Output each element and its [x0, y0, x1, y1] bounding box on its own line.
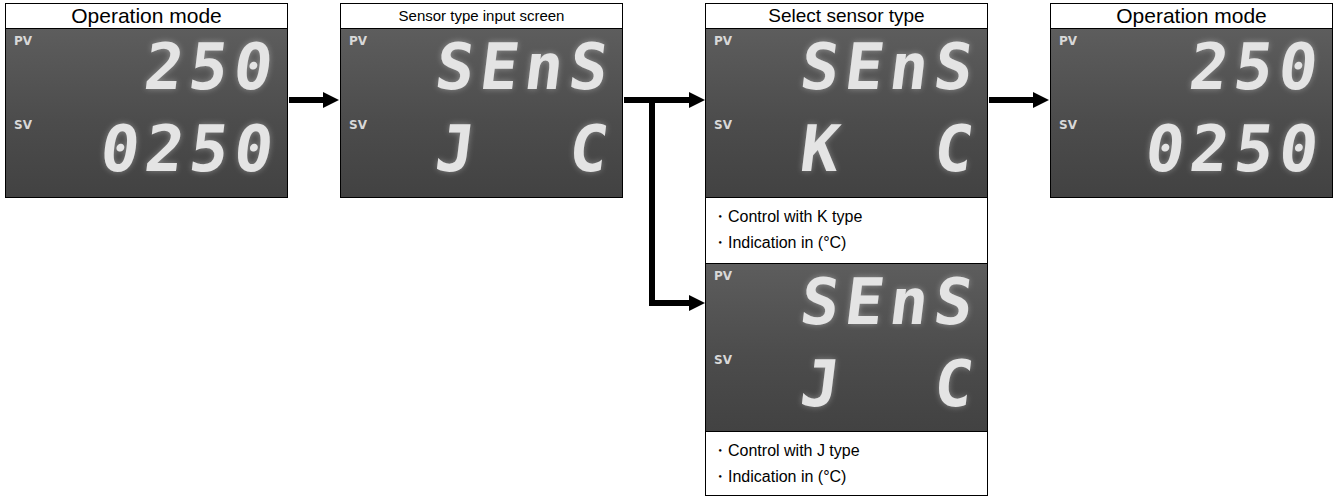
display-label: PV	[714, 35, 732, 47]
flow-arrow	[624, 100, 691, 303]
mode-panel: Operation modePV 250SV 0250	[5, 3, 288, 198]
display-reading: 0250	[1142, 117, 1328, 181]
display-photo: PV SEnS SV J C	[706, 264, 987, 431]
display-label: PV	[14, 35, 32, 47]
display-reading: SEnS	[797, 270, 983, 334]
header-text: Operation mode	[71, 4, 222, 27]
caption-text: ・Control with J type	[712, 438, 981, 464]
display-reading: K C	[797, 117, 983, 181]
selection-column: Select sensor typePV SEnS SV K C ・Control wi…	[705, 3, 988, 496]
display-reading: 250	[141, 35, 282, 99]
display-photo: PV 250SV 0250	[6, 29, 287, 197]
display-label: PV	[1059, 35, 1077, 47]
display-label: PV	[349, 35, 367, 47]
display-reading: 250	[1186, 35, 1327, 99]
display-label: SV	[714, 354, 732, 366]
display-reading: 0250	[97, 117, 283, 181]
display-reading: J C	[432, 117, 618, 181]
header-box: Sensor type input screen	[341, 4, 622, 29]
display-photo: PV 250SV 0250	[1051, 29, 1332, 197]
display-reading: SEnS	[432, 35, 618, 99]
display-label: SV	[349, 119, 367, 131]
display-label: SV	[1059, 119, 1077, 131]
sensor-option: PV SEnS SV J C ・Control with J type・Indicati…	[706, 263, 987, 495]
flow-arrow	[289, 97, 325, 103]
sensor-option: PV SEnS SV K C ・Control with K type・Indicati…	[706, 29, 987, 263]
caption-text: ・Indication in (°C)	[712, 230, 981, 256]
display-label: SV	[714, 119, 732, 131]
header-box: Select sensor type	[706, 4, 987, 29]
header-box: Operation mode	[1051, 4, 1332, 29]
display-label: PV	[714, 270, 732, 282]
mode-panel: Operation modePV 250SV 0250	[1050, 3, 1333, 198]
display-reading: J C	[797, 352, 983, 416]
caption-text: ・Indication in (°C)	[712, 464, 981, 490]
caption-box: ・Control with K type・Indication in (°C)	[706, 197, 987, 263]
header-box: Operation mode	[6, 4, 287, 29]
display-photo: PV SEnS SV J C	[341, 29, 622, 197]
caption-box: ・Control with J type・Indication in (°C)	[706, 431, 987, 495]
header-text: Operation mode	[1116, 4, 1267, 27]
flow-arrow	[989, 97, 1035, 103]
header-text: Select sensor type	[768, 6, 924, 27]
display-photo: PV SEnS SV K C	[706, 29, 987, 197]
mode-panel: Sensor type input screenPV SEnS SV J C	[340, 3, 623, 198]
display-label: SV	[14, 119, 32, 131]
header-text: Sensor type input screen	[399, 8, 565, 25]
display-reading: SEnS	[797, 35, 983, 99]
caption-text: ・Control with K type	[712, 204, 981, 230]
